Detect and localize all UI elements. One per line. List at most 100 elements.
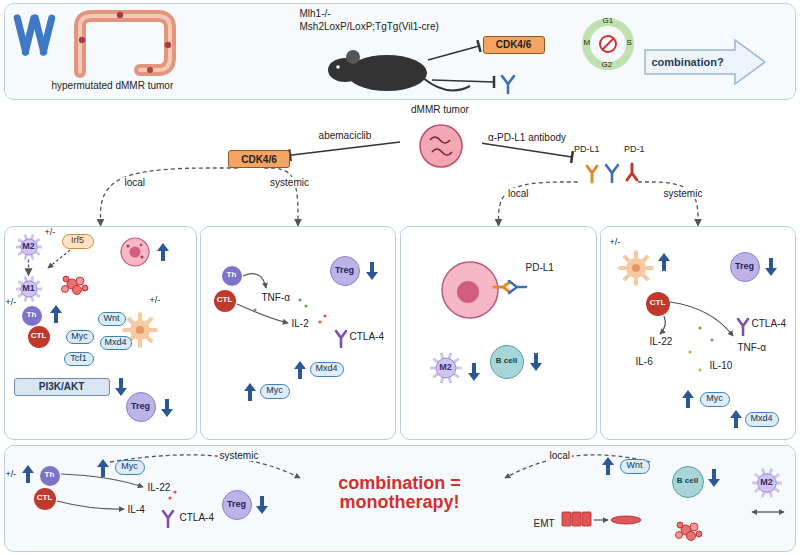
macrophage-body	[20, 280, 36, 296]
illustration-part	[582, 512, 591, 526]
annotation-text: +/-	[6, 298, 17, 308]
node-label: Tcf1	[70, 354, 87, 364]
icon	[620, 252, 652, 284]
gene-pill: Myc	[66, 330, 94, 344]
macrophage-cell: M2	[430, 352, 462, 384]
illustration-part	[428, 46, 479, 60]
annotation-text: TNF-α	[738, 342, 767, 353]
illustration-part	[117, 12, 123, 18]
annotation-text: G2	[602, 61, 613, 70]
gene-pill: Mxd4	[310, 362, 344, 377]
illustration-part	[110, 455, 300, 478]
panel: +/-CTLA-4IL-22TNF-αIL-6IL-10CTLTregMycMx…	[600, 226, 796, 440]
icon	[587, 166, 597, 182]
icon	[256, 496, 268, 514]
panel: +/-+/-+/-M2M1Irf5ThCTLMycWntMxd4Tcf1PI3K…	[4, 226, 197, 440]
edge-label: local	[506, 188, 531, 199]
icon	[115, 378, 127, 396]
node-label: Th	[227, 271, 237, 280]
treg-cell: Treg	[126, 392, 156, 422]
icon	[62, 276, 89, 295]
annotation-text: IL-10	[710, 360, 733, 371]
illustration-part	[752, 511, 784, 512]
illustration-part	[243, 274, 266, 288]
inhibition-line	[290, 142, 400, 155]
annotation-text: Mlh1-/-	[300, 8, 331, 19]
illustration-part	[600, 36, 616, 52]
icon	[366, 262, 378, 280]
illustration-part	[432, 80, 494, 82]
illustration-part	[79, 12, 171, 73]
edge-label: local	[123, 177, 148, 188]
gene-pill: Myc	[115, 460, 145, 475]
icon	[336, 331, 346, 347]
node-label: Treg	[131, 402, 150, 412]
icon	[50, 305, 62, 323]
node-label: CDK4/6	[241, 154, 277, 165]
node-label: Th	[27, 311, 37, 320]
illustration-part	[562, 512, 571, 526]
annotation-text: CTLA-4	[752, 318, 786, 329]
b-cell: B cell	[672, 466, 704, 498]
icon	[738, 319, 748, 335]
node-label: Myc	[706, 394, 723, 404]
node-label: B cell	[677, 477, 698, 486]
gene-pill: Myc	[700, 392, 730, 407]
icon	[509, 281, 526, 293]
annotation-text: +/-	[150, 296, 161, 306]
illustration-part	[304, 304, 307, 307]
node-label: Treg	[227, 500, 246, 510]
icon	[676, 522, 703, 541]
annotation-text: Msh2LoxP/LoxP;TgTg(Vil1-cre)	[300, 21, 439, 32]
gene-pill: Mxd4	[745, 412, 779, 427]
icon	[468, 363, 480, 381]
illustration-part	[61, 474, 143, 487]
icon	[157, 243, 169, 261]
illustration-part	[660, 316, 665, 334]
annotation-text: +/-	[6, 470, 17, 480]
node-label: Treg	[735, 262, 754, 272]
node-label: M2	[22, 242, 35, 252]
illustration-part	[298, 298, 301, 301]
illustration-part	[688, 350, 701, 371]
node-label: M2	[760, 478, 773, 488]
node-label: CTL	[217, 296, 233, 305]
gene-pill: Wnt	[98, 312, 126, 326]
illustration-part	[346, 50, 360, 64]
icon	[502, 76, 514, 93]
illustration-part	[48, 250, 70, 268]
illustration-part	[13, 14, 56, 57]
node-label: Treg	[335, 266, 354, 276]
gene-pill: Tcf1	[64, 352, 94, 366]
illustration-part	[80, 16, 170, 72]
gene-pill: Mxd4	[100, 336, 132, 350]
annotation-text: PD-L1	[574, 145, 600, 155]
icon	[97, 459, 109, 477]
icon	[163, 511, 173, 527]
edge-label: α-PD-L1 antibody	[486, 132, 568, 143]
illustration-part	[572, 512, 581, 526]
annotation-text: systemic	[218, 450, 261, 461]
macrophage-body	[757, 473, 776, 492]
macrophage-cell: M2	[752, 468, 782, 498]
panel: PD-L1M2 B cell	[400, 226, 597, 440]
illustration-part	[237, 304, 288, 323]
annotation-text: IL-22	[148, 482, 171, 493]
macrophage-body	[436, 358, 456, 378]
illustration-part	[442, 262, 498, 318]
node-label: B cell	[496, 357, 517, 366]
annotation-text: G1	[603, 17, 614, 26]
illustration-part	[698, 326, 701, 329]
illustration-part	[323, 314, 326, 317]
annotation-text: IL-6	[636, 356, 653, 367]
illustration-part	[670, 302, 733, 336]
illustration-part	[477, 40, 480, 52]
node-label: Myc	[121, 462, 138, 472]
illustration-part	[318, 320, 321, 323]
panel: +/-IL-22IL-4CTLA-4systemiccombination = …	[4, 445, 796, 552]
inhibition-line	[482, 143, 572, 157]
gene-pill: Wnt	[620, 459, 650, 474]
annotation-text: PD-L1	[526, 262, 554, 273]
icon	[730, 410, 742, 428]
icon	[627, 164, 637, 180]
